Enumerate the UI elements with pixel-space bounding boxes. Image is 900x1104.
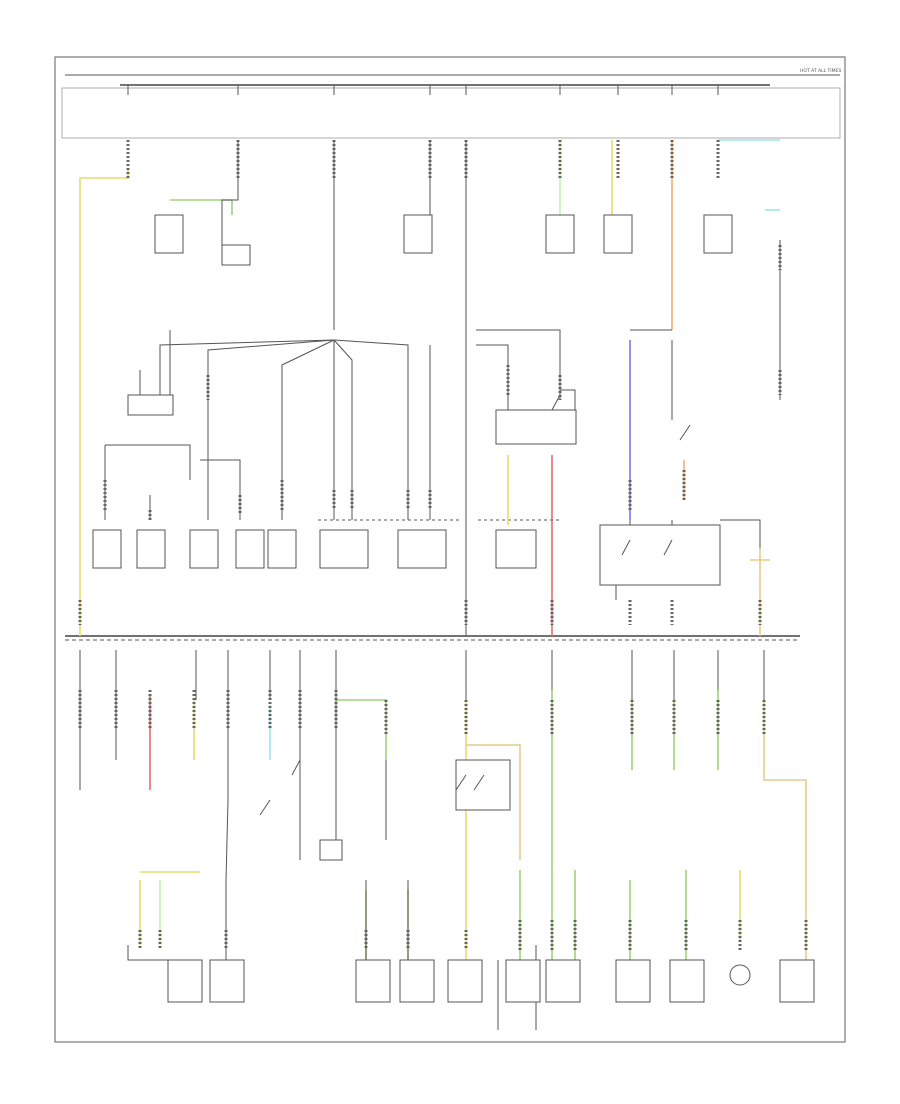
component-box-1 (221, 244, 251, 266)
component-box-11 (319, 529, 369, 569)
header-label: HOT AT ALL TIMES (800, 68, 841, 74)
wire-black-10 (333, 339, 409, 520)
component-box-22 (399, 959, 435, 1003)
wire-black-7 (281, 339, 335, 520)
top-fuse-drops (127, 85, 719, 95)
wire-black-9 (333, 339, 353, 520)
component-box-7 (136, 529, 166, 569)
component-box-27 (669, 959, 705, 1003)
connectors (78, 140, 808, 950)
wire-tan-19 (763, 700, 807, 960)
component-box-14 (599, 524, 721, 586)
component-box-25 (545, 959, 581, 1003)
lamp-bulb-symbol (729, 964, 751, 986)
component-box-4 (603, 214, 633, 254)
component-box-12 (397, 529, 447, 569)
wire-tan-21 (466, 744, 521, 860)
switch-contact-2 (455, 774, 467, 791)
wire-black-6 (207, 339, 335, 520)
component-box-8 (189, 529, 219, 569)
switch-contact-0 (259, 799, 271, 816)
wire-black-5 (159, 339, 335, 410)
switch-contact-5 (663, 539, 673, 556)
wire-black-16 (476, 329, 561, 400)
wire-black-13 (105, 444, 191, 480)
component-box-17 (319, 839, 343, 861)
switch-contact-1 (291, 759, 301, 776)
component-box-2 (403, 214, 433, 254)
switch-contact-7 (679, 424, 691, 441)
wire-black-0 (221, 140, 239, 245)
top-power-bus: HOT AT ALL TIMES (61, 68, 841, 139)
component-box-28 (779, 959, 815, 1003)
wire-black-25 (720, 519, 761, 548)
component-box-21 (355, 959, 391, 1003)
switch-contact-4 (621, 539, 631, 556)
switch-contact-6 (551, 394, 561, 411)
component-box-26 (615, 959, 651, 1003)
wire-green-1 (170, 199, 233, 215)
component-box-6 (92, 529, 122, 569)
component-box-20 (209, 959, 245, 1003)
wire-black-30 (225, 650, 229, 881)
component-box-24 (505, 959, 541, 1003)
component-box-3 (545, 214, 575, 254)
component-box-0 (154, 214, 184, 254)
component-box-19 (167, 959, 203, 1003)
component-box-10 (267, 529, 297, 569)
components (92, 214, 815, 1003)
component-box-23 (447, 959, 483, 1003)
component-box-15 (127, 394, 174, 416)
fuse-panel-bus (65, 519, 800, 641)
wire-black-15 (200, 459, 241, 520)
component-box-18 (455, 759, 511, 811)
component-box-9 (235, 529, 265, 569)
component-box-5 (703, 214, 733, 254)
component-box-16 (495, 409, 577, 445)
switch-contact-3 (473, 774, 485, 791)
component-box-13 (495, 529, 537, 569)
wire-black-41 (127, 945, 172, 961)
diagram-frame (54, 56, 846, 1043)
wire-black-17 (476, 344, 509, 420)
wire-green-14 (336, 699, 387, 760)
